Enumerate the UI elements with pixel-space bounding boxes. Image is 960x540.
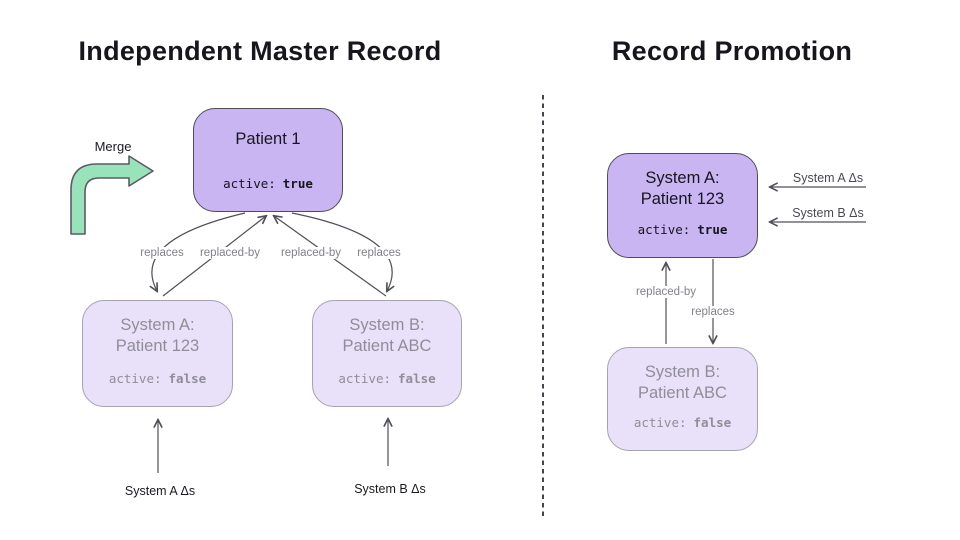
system-b-title-line1: System B: [349,316,425,334]
master-record-active: active: true [223,176,313,191]
edge-label-replaces-promotion: replaces [688,306,738,318]
system-a-box-left: System A: Patient 123 active: false [82,300,233,407]
section-divider [542,95,544,518]
active-label: active: [633,415,687,430]
system-b-right-active: active: false [634,415,731,430]
system-b-title-line2: Patient ABC [342,337,432,355]
promoted-master-box: System A: Patient 123 active: true [607,153,758,258]
system-b-deltas-label-right: System B Δs [792,206,864,220]
system-b-right-title-line2: Patient ABC [638,384,727,402]
active-value: true [282,176,313,191]
merge-label: Merge [94,139,132,154]
edge-label-replaced-by-right: replaced-by [277,247,345,259]
system-a-deltas-label-left: System A Δs [124,484,196,498]
system-a-deltas-label-right: System A Δs [792,171,864,185]
active-value: false [693,415,732,430]
edge-label-replaced-by-left: replaced-by [196,247,264,259]
active-value: false [398,371,436,386]
edge-label-replaces-left: replaces [137,247,187,259]
promoted-master-title-line2: Patient 123 [640,190,725,208]
system-b-deltas-label-left: System B Δs [354,482,426,496]
system-b-box-right: System B: Patient ABC active: false [607,347,758,451]
system-a-active: active: false [109,371,206,386]
system-b-box-left: System B: Patient ABC active: false [312,300,462,407]
system-a-title-line2: Patient 123 [115,337,200,355]
left-panel-title: Independent Master Record [78,36,442,66]
right-panel-title: Record Promotion [611,36,853,66]
system-a-title: System A: Patient 123 [116,315,199,357]
promoted-master-title-line1: System A: [645,169,720,187]
active-label: active: [338,371,392,386]
active-value: true [697,222,728,237]
active-label: active: [108,371,162,386]
master-record-title: Patient 1 [235,130,301,148]
merge-arrow-icon [70,155,154,235]
active-label: active: [223,176,276,191]
system-b-right-title-line1: System B: [644,363,721,381]
system-a-title-line1: System A: [120,316,195,334]
replaces-arrow-left [152,212,246,291]
promoted-master-active: active: true [638,222,728,237]
edge-label-replaced-by-promotion: replaced-by [632,286,700,298]
system-b-title: System B: Patient ABC [343,315,432,357]
replaces-arrow-right [291,212,392,291]
system-b-right-title: System B: Patient ABC [638,362,727,404]
master-record-box: Patient 1 active: true [193,108,343,212]
active-value: false [168,371,207,386]
active-label: active: [637,222,691,237]
promoted-master-title: System A: Patient 123 [641,168,724,210]
edge-label-replaces-right: replaces [354,247,404,259]
system-b-active: active: false [338,371,435,386]
